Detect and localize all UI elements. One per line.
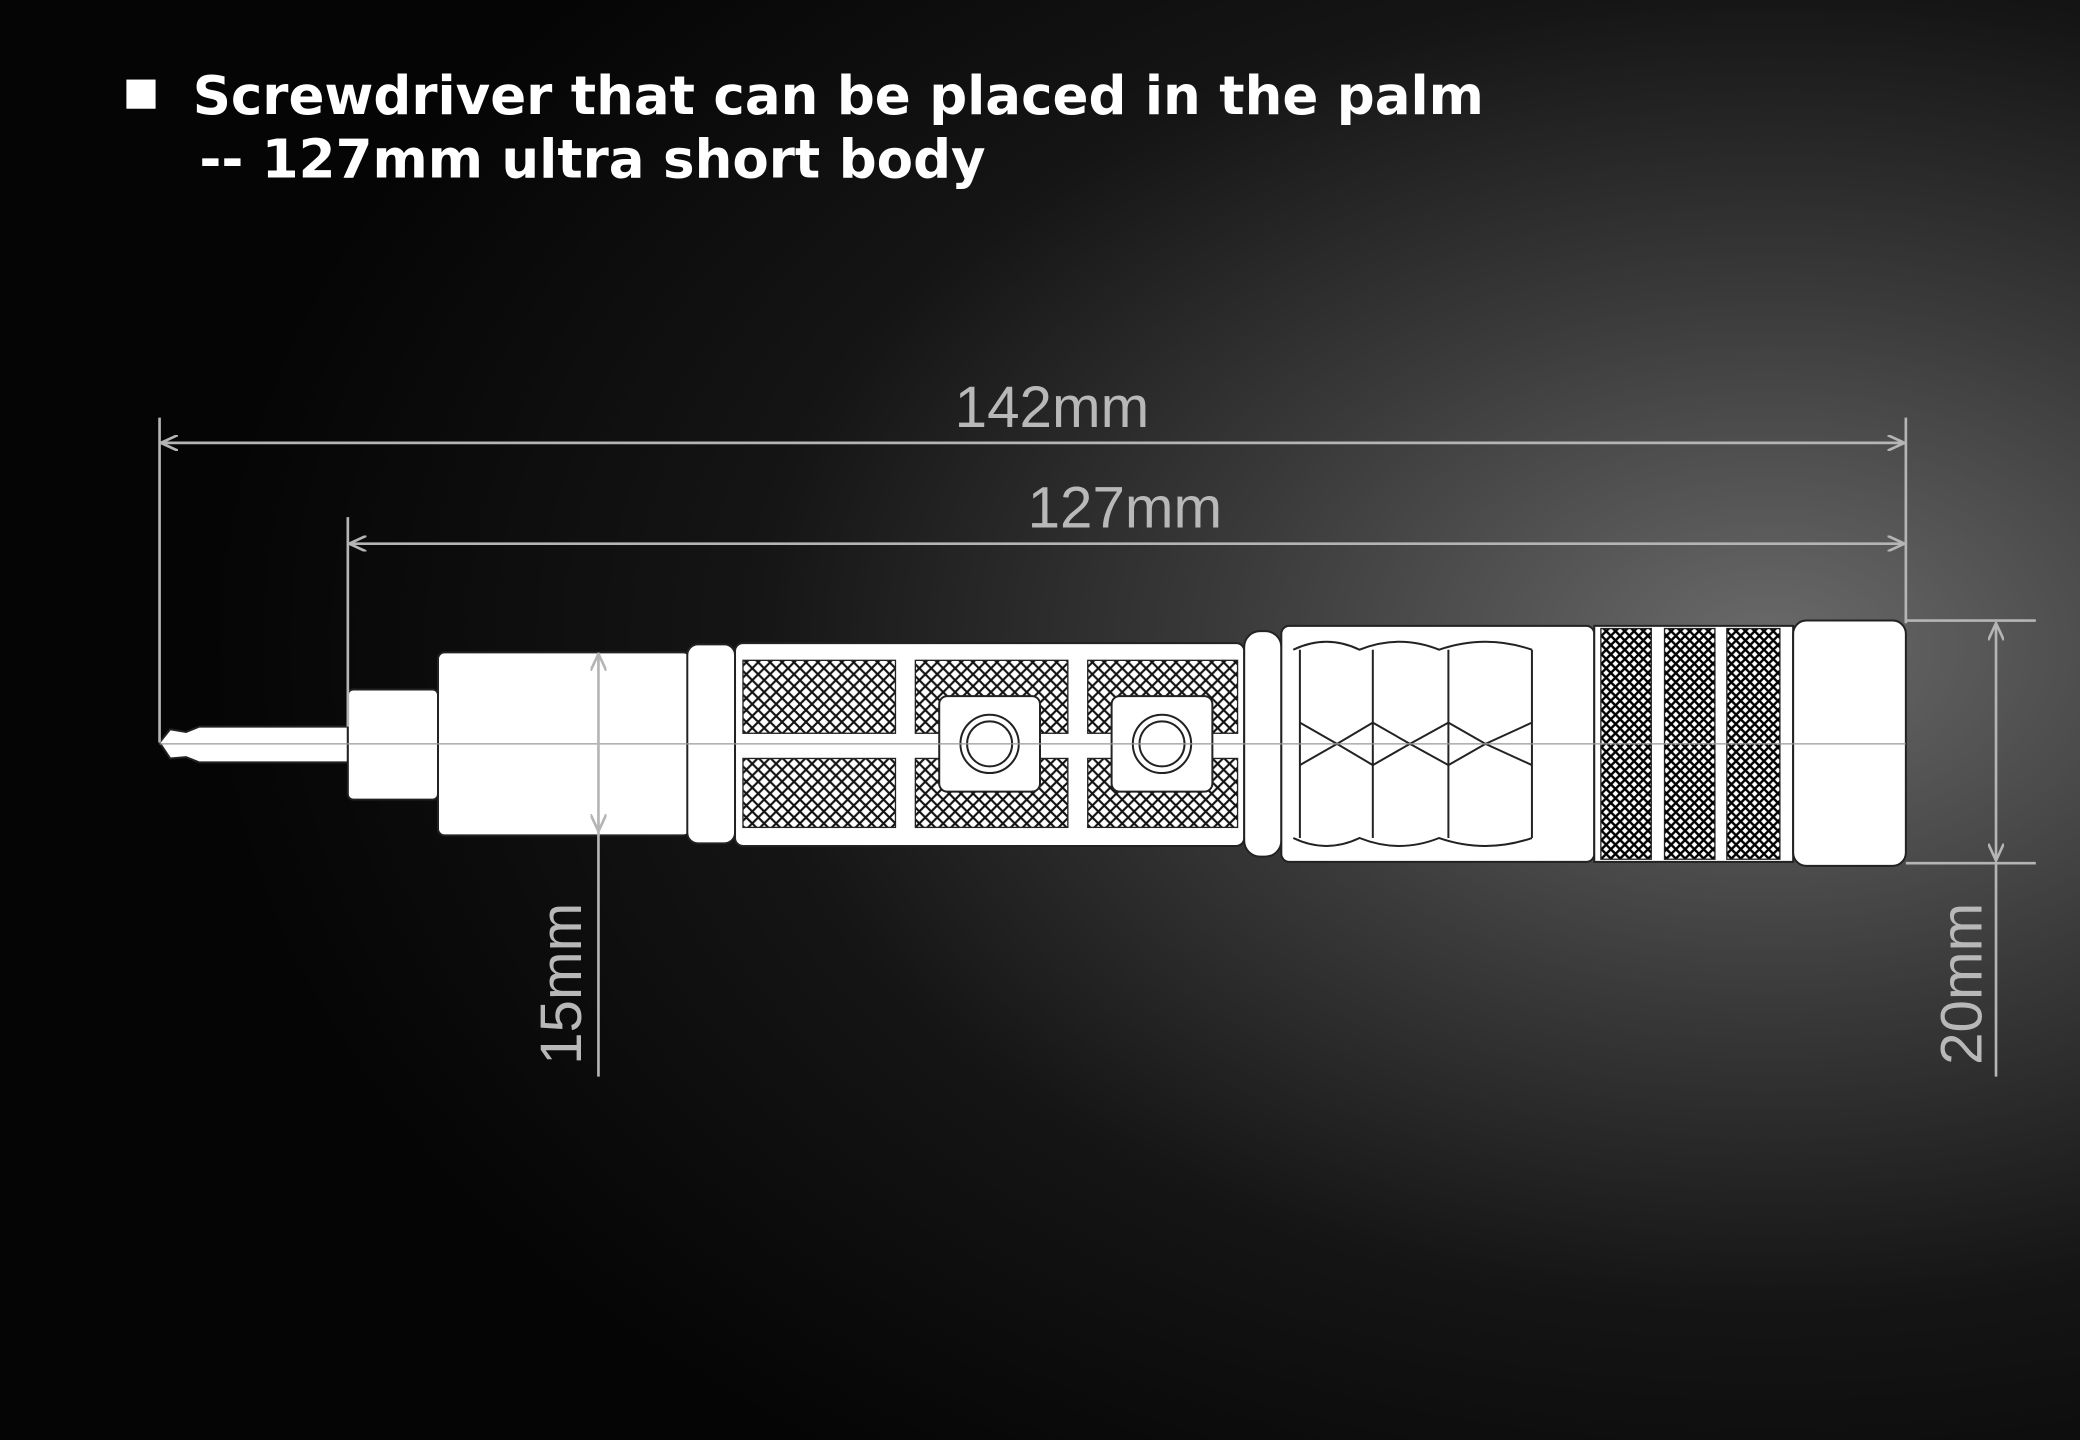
square-bullet-icon bbox=[126, 79, 156, 109]
handle-diameter-label: 20mm bbox=[1929, 903, 1994, 1065]
heading-line-1: Screwdriver that can be placed in the pa… bbox=[193, 65, 1484, 127]
total-length-label: 142mm bbox=[955, 375, 1150, 440]
dimension-lines bbox=[158, 417, 2036, 1077]
body-length-label: 127mm bbox=[1028, 476, 1223, 541]
knurled-grip bbox=[742, 659, 1239, 829]
collar-diameter-label: 15mm bbox=[529, 903, 594, 1065]
heading-line-2: -- 127mm ultra short body bbox=[199, 129, 985, 191]
screwdriver bbox=[158, 619, 1907, 867]
